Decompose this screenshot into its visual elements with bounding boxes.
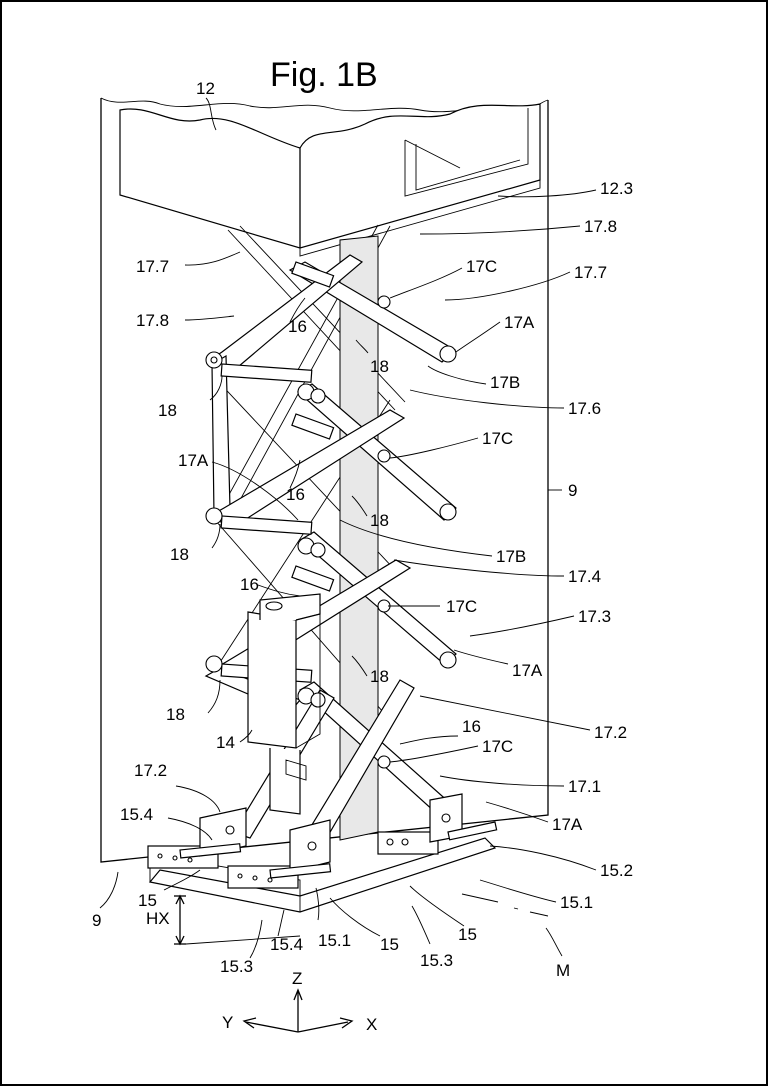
label-16: 16 bbox=[286, 485, 305, 504]
label-15-3: 15.3 bbox=[220, 957, 253, 976]
label-9: 9 bbox=[92, 911, 101, 930]
label-15-4: 15.4 bbox=[120, 805, 153, 824]
label-17-2: 17.2 bbox=[134, 761, 167, 780]
label-18: 18 bbox=[370, 357, 389, 376]
axis-label-y: Y bbox=[222, 1013, 233, 1032]
label-17-8: 17.8 bbox=[136, 311, 169, 330]
label-17c: 17C bbox=[482, 429, 513, 448]
leader-lines bbox=[99, 97, 597, 959]
label-18: 18 bbox=[158, 401, 177, 420]
label-17-7: 17.7 bbox=[574, 263, 607, 282]
label-15-3: 15.3 bbox=[420, 951, 453, 970]
label-15: 15 bbox=[458, 925, 477, 944]
label-9: 9 bbox=[568, 481, 577, 500]
label-18: 18 bbox=[370, 667, 389, 686]
label-17a: 17A bbox=[552, 815, 583, 834]
axis-triad bbox=[242, 988, 354, 1033]
label-17a: 17A bbox=[504, 313, 535, 332]
label-17a: 17A bbox=[178, 451, 209, 470]
floor-line bbox=[461, 893, 549, 917]
label-14: 14 bbox=[216, 733, 235, 752]
label-15-4: 15.4 bbox=[270, 935, 303, 954]
label-17-1: 17.1 bbox=[568, 777, 601, 796]
platform bbox=[119, 103, 541, 257]
label-15: 15 bbox=[380, 935, 399, 954]
label-17-4: 17.4 bbox=[568, 567, 601, 586]
axis-label-z: Z bbox=[292, 969, 302, 988]
lift-cylinder bbox=[247, 593, 321, 815]
label-17-3: 17.3 bbox=[578, 607, 611, 626]
label-18: 18 bbox=[166, 705, 185, 724]
label-17c: 17C bbox=[446, 597, 477, 616]
label-15: 15 bbox=[138, 891, 157, 910]
figure-title: Fig. 1B bbox=[270, 56, 378, 94]
label-m: M bbox=[556, 961, 570, 980]
reference-labels: 12 12.3 17.8 17.7 17C 17.7 17.8 16 17A 1… bbox=[92, 79, 633, 1034]
label-18: 18 bbox=[170, 545, 189, 564]
label-17-2: 17.2 bbox=[594, 723, 627, 742]
hx-dimension bbox=[174, 894, 301, 946]
label-17-7: 17.7 bbox=[136, 257, 169, 276]
label-18: 18 bbox=[370, 511, 389, 530]
label-hx: HX bbox=[146, 909, 170, 928]
label-12: 12 bbox=[196, 79, 215, 98]
base-frame bbox=[147, 793, 498, 913]
scissor-lift bbox=[204, 224, 461, 847]
label-17-6: 17.6 bbox=[568, 399, 601, 418]
label-17-8: 17.8 bbox=[584, 217, 617, 236]
label-16: 16 bbox=[288, 317, 307, 336]
label-17a: 17A bbox=[512, 661, 543, 680]
axis-label-x: X bbox=[366, 1015, 377, 1034]
label-17b: 17B bbox=[490, 373, 520, 392]
label-17c: 17C bbox=[466, 257, 497, 276]
label-15-1: 15.1 bbox=[560, 893, 593, 912]
label-15-2: 15.2 bbox=[600, 861, 633, 880]
label-12-3: 12.3 bbox=[600, 179, 633, 198]
label-15-1: 15.1 bbox=[318, 931, 351, 950]
label-16: 16 bbox=[240, 575, 259, 594]
label-17b: 17B bbox=[496, 547, 526, 566]
label-17c: 17C bbox=[482, 737, 513, 756]
label-16: 16 bbox=[462, 717, 481, 736]
